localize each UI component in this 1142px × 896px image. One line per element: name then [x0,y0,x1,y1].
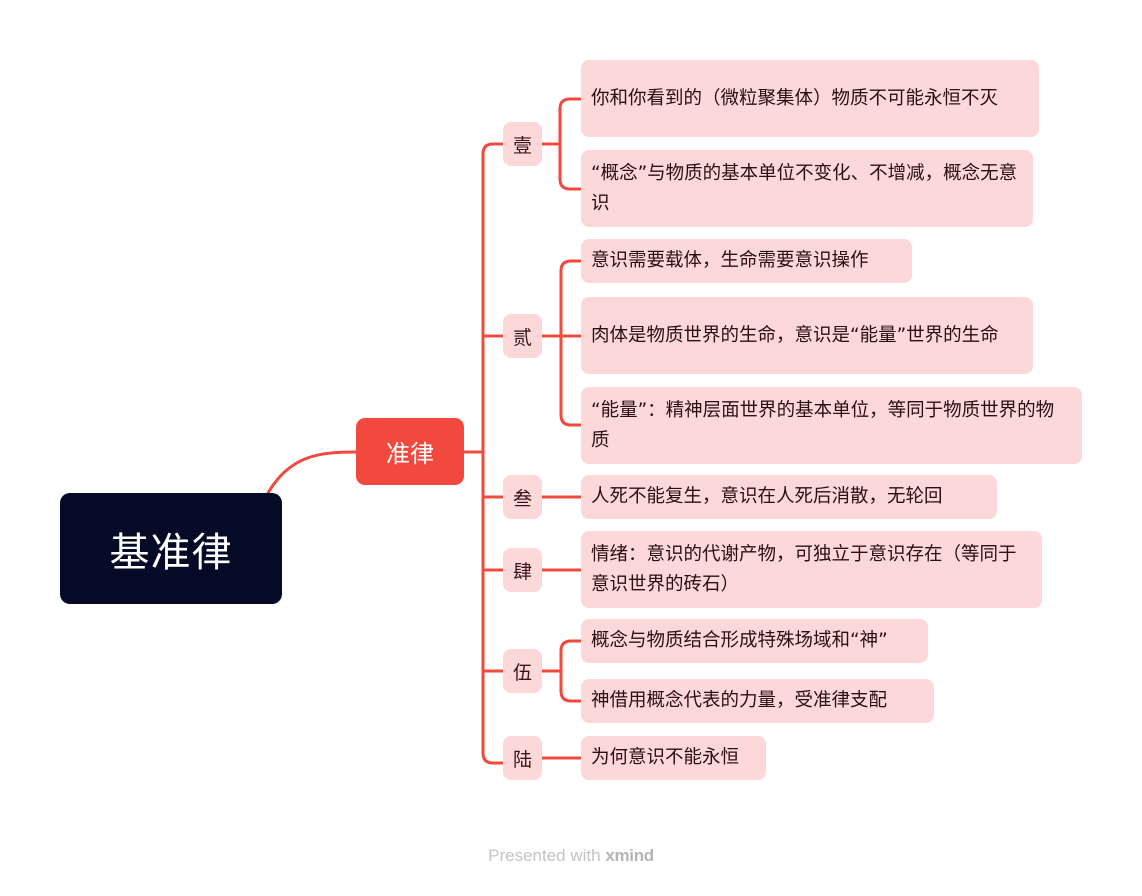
leaf-4-1[interactable]: 情绪：意识的代谢产物，可独立于意识存在（等同于意识世界的砖石） [581,531,1042,608]
leaf-text: “概念”与物质的基本单位不变化、不增减，概念无意识 [591,162,1018,214]
leaf-text: 情绪：意识的代谢产物，可独立于意识存在（等同于意识世界的砖石） [591,543,1017,595]
branch-5-topic[interactable]: 伍 [503,649,542,693]
leaf-1-1[interactable]: 你和你看到的（微粒聚集体）物质不可能永恒不灭 [581,60,1039,137]
branch-1-topic[interactable]: 壹 [503,122,542,166]
leaf-5-2[interactable]: 神借用概念代表的力量，受准律支配 [581,679,934,723]
leaf-2-3[interactable]: “能量”：精神层面世界的基本单位，等同于物质世界的物质 [581,387,1082,464]
branch-6-topic[interactable]: 陆 [503,736,542,780]
footer-prefix: Presented with [488,846,601,865]
branch-3-topic[interactable]: 叁 [503,475,542,519]
leaf-1-2[interactable]: “概念”与物质的基本单位不变化、不增减，概念无意识 [581,150,1033,227]
leaf-text: 意识需要载体，生命需要意识操作 [591,250,869,271]
xmind-logo: xmind [605,846,654,865]
branch-4-topic[interactable]: 肆 [503,548,542,592]
leaf-text: 神借用概念代表的力量，受准律支配 [591,690,888,711]
leaf-text: 人死不能复生，意识在人死后消散，无轮回 [591,486,943,507]
root-topic[interactable]: 基准律 [60,493,282,604]
leaf-6-1[interactable]: 为何意识不能永恒 [581,736,766,780]
leaf-text: 你和你看到的（微粒聚集体）物质不可能永恒不灭 [591,87,999,109]
branch-2-topic[interactable]: 贰 [503,314,542,358]
leaf-text: 肉体是物质世界的生命，意识是“能量”世界的生命 [591,324,999,346]
leaf-2-2[interactable]: 肉体是物质世界的生命，意识是“能量”世界的生命 [581,297,1033,374]
leaf-5-1[interactable]: 概念与物质结合形成特殊场域和“神” [581,619,928,663]
leaf-2-1[interactable]: 意识需要载体，生命需要意识操作 [581,239,912,283]
leaf-text: “能量”：精神层面世界的基本单位，等同于物质世界的物质 [591,399,1055,451]
leaf-text: 为何意识不能永恒 [591,747,740,768]
leaf-3-1[interactable]: 人死不能复生，意识在人死后消散，无轮回 [581,475,997,519]
footer-credit: Presented with xmind [0,846,1142,866]
leaf-text: 概念与物质结合形成特殊场域和“神” [591,630,888,651]
main-topic[interactable]: 准律 [356,418,464,485]
